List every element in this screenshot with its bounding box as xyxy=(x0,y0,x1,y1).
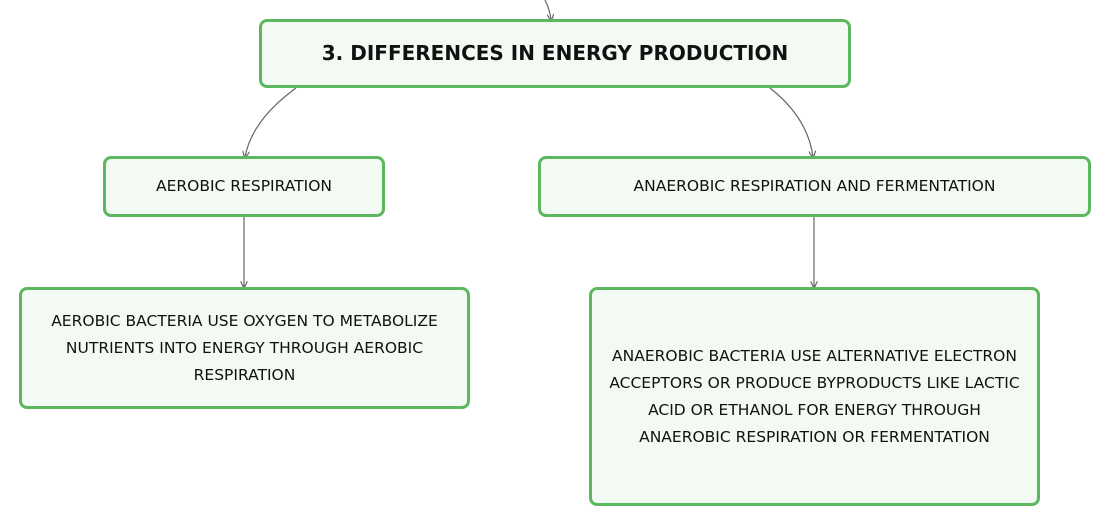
aerobic-detail-node[interactable]: AEROBIC BACTERIA USE OXYGEN TO METABOLIZ… xyxy=(19,287,470,409)
anaerobic-detail-node[interactable]: ANAEROBIC BACTERIA USE ALTERNATIVE ELECT… xyxy=(589,287,1040,506)
aerobic-node[interactable]: AEROBIC RESPIRATION xyxy=(103,156,385,217)
connector-parent xyxy=(544,0,551,20)
anaerobic-node[interactable]: ANAEROBIC RESPIRATION AND FERMENTATION xyxy=(538,156,1091,217)
connector-root-aerobic xyxy=(245,87,297,157)
connector-root-anaerobic xyxy=(769,87,813,157)
root-node[interactable]: 3. DIFFERENCES IN ENERGY PRODUCTION xyxy=(259,19,851,88)
